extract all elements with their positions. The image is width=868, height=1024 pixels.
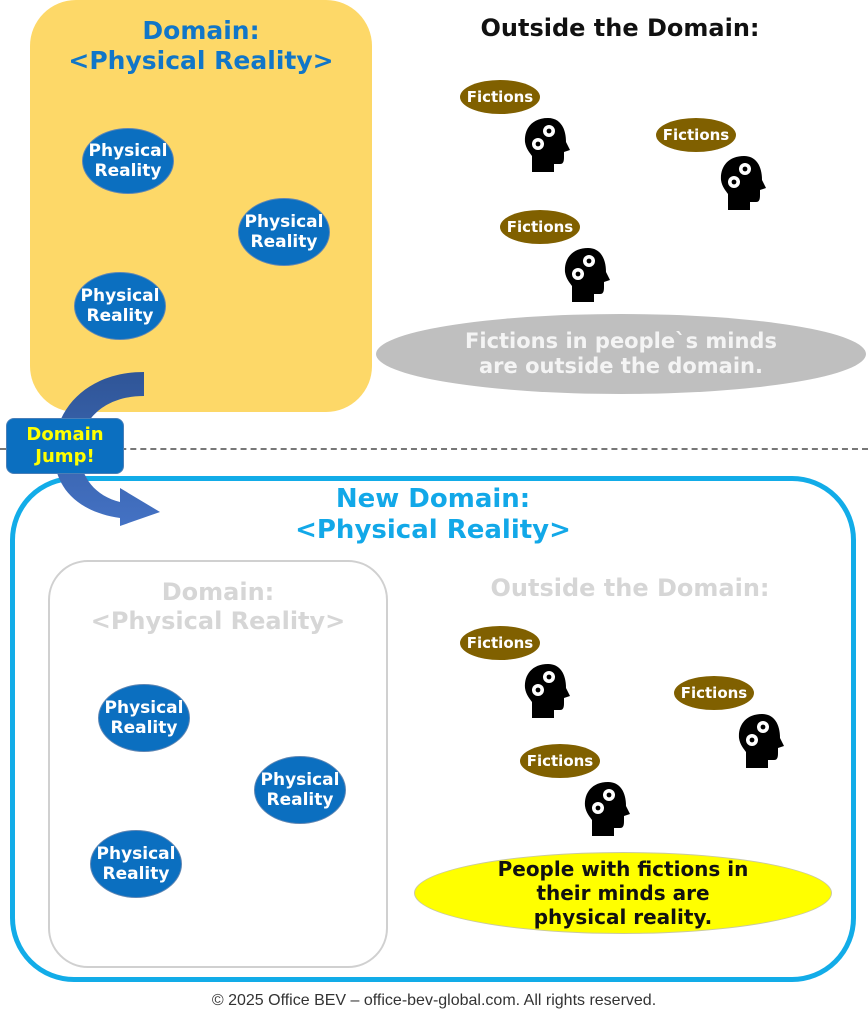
fiction-bubble: Fictions — [656, 118, 736, 152]
physical-reality-node: Physical Reality — [98, 684, 190, 752]
head-with-gears-icon — [738, 714, 784, 768]
inner-domain-title-line2: <Physical Reality> — [90, 606, 346, 635]
fiction-bubble: Fictions — [460, 80, 540, 114]
physical-reality-node: Physical Reality — [90, 830, 182, 898]
curved-jump-arrow-icon — [54, 372, 160, 526]
new-domain-box — [10, 476, 856, 982]
fiction-person: Fictions — [520, 744, 640, 854]
inner-domain-title: Domain: <Physical Reality> — [50, 578, 386, 636]
fiction-person: Fictions — [656, 118, 776, 228]
physical-reality-node: Physical Reality — [254, 756, 346, 824]
conclusion-note: People with fictions in their minds are … — [414, 852, 832, 934]
section-divider — [0, 448, 868, 450]
new-domain-title: New Domain: <Physical Reality> — [10, 484, 856, 546]
new-domain-title-line2: <Physical Reality> — [295, 515, 571, 546]
head-with-gears-icon — [564, 248, 610, 302]
head-with-gears-icon — [524, 664, 570, 718]
inner-domain-title-line1: Domain: — [161, 578, 275, 606]
domain-title-line1: Domain: — [142, 16, 260, 45]
fiction-person: Fictions — [460, 80, 580, 190]
head-with-gears-icon — [720, 156, 766, 210]
inner-domain-box: Domain: <Physical Reality> — [48, 560, 388, 968]
domain-title-line2: <Physical Reality> — [68, 46, 334, 75]
copyright-footer: © 2025 Office BEV – office-bev-global.co… — [211, 992, 657, 1009]
head-with-gears-icon — [584, 782, 630, 836]
physical-reality-node: Physical Reality — [74, 272, 166, 340]
domain-jump-label: Domain Jump! — [6, 418, 124, 474]
fiction-bubble: Fictions — [500, 210, 580, 244]
outside-domain-title-faded: Outside the Domain: — [490, 574, 770, 602]
outside-domain-title: Outside the Domain: — [480, 14, 760, 42]
outside-note: Fictions in people`s minds are outside t… — [376, 314, 866, 394]
fiction-bubble: Fictions — [460, 626, 540, 660]
domain-box: Domain: <Physical Reality> — [30, 0, 372, 412]
physical-reality-node: Physical Reality — [82, 128, 174, 194]
fiction-bubble: Fictions — [674, 676, 754, 710]
fiction-person: Fictions — [500, 210, 620, 320]
new-domain-title-line1: New Domain: — [335, 484, 531, 514]
fiction-bubble: Fictions — [520, 744, 600, 778]
physical-reality-node: Physical Reality — [238, 198, 330, 266]
fiction-person: Fictions — [460, 626, 580, 736]
fiction-person: Fictions — [674, 676, 794, 786]
head-with-gears-icon — [524, 118, 570, 172]
domain-title: Domain: <Physical Reality> — [30, 16, 372, 76]
